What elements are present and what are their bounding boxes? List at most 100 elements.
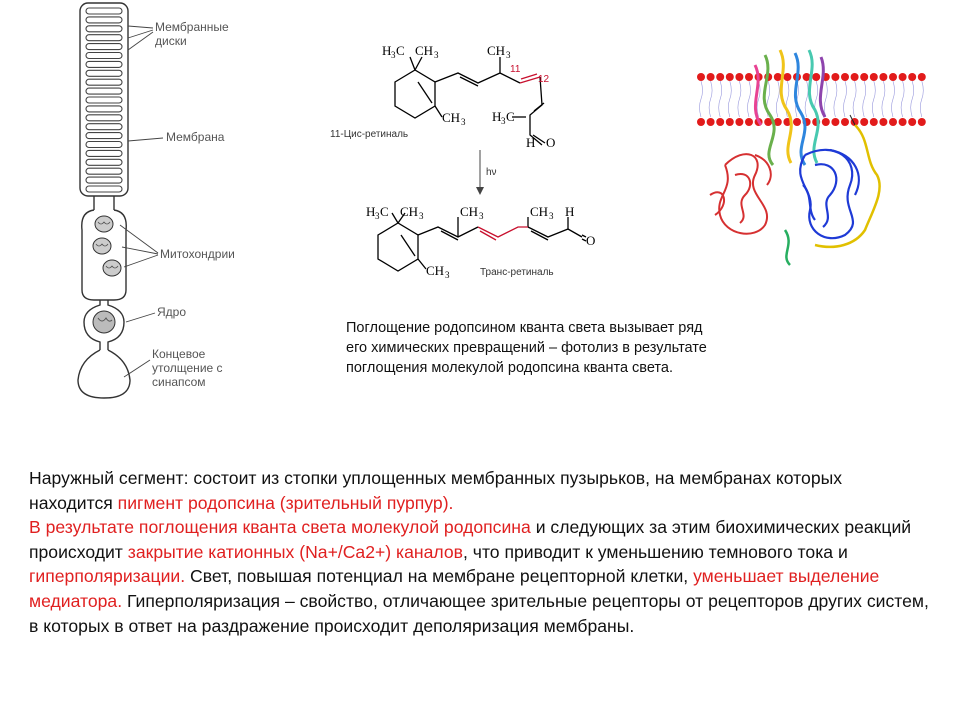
lipid-head <box>860 73 869 81</box>
lipid-head <box>821 118 830 126</box>
membrane-label: Мембрана <box>166 130 225 144</box>
lipid-tail <box>891 80 895 118</box>
membrane-disc <box>85 123 123 131</box>
photolysis-caption: Поглощение родопсином кванта света вызыв… <box>346 320 707 376</box>
svg-text:3: 3 <box>461 117 466 127</box>
membrane-disc <box>85 176 123 184</box>
lipid-head <box>898 73 907 81</box>
lipid-head <box>716 118 725 126</box>
hyperpolarization-highlight: гиперполяризации. <box>29 566 186 587</box>
cis-h3c-text: H <box>382 43 391 58</box>
lipid-tail <box>718 80 722 118</box>
svg-text:3: 3 <box>391 50 396 60</box>
lipid-head <box>869 73 878 81</box>
membrane-disc <box>85 114 123 122</box>
terminal-label: Концевое утолщение с синапсом <box>152 347 223 389</box>
trans-o-text: O <box>586 233 595 248</box>
cis-ch3-text-3: CH <box>442 110 460 125</box>
label-lines <box>119 25 164 378</box>
lipid-tail <box>872 80 876 118</box>
membrane-disc <box>85 43 123 51</box>
lipid-head <box>831 73 840 81</box>
svg-text:3: 3 <box>375 211 380 221</box>
cis-ch3-text-1: CH <box>415 43 433 58</box>
paragraph-text-5: Гиперполяризация – свойство, отличающее … <box>29 590 929 636</box>
svg-text:3: 3 <box>434 50 439 60</box>
svg-text:3: 3 <box>549 211 554 221</box>
membrane-disc <box>85 140 123 149</box>
lipid-head <box>706 73 715 81</box>
lipid-head <box>773 118 782 126</box>
lipid-head <box>889 118 897 126</box>
cis-o-text: O <box>546 135 555 150</box>
lipid-tail <box>728 80 732 118</box>
lipid-head <box>793 118 801 126</box>
nucleus-label: Ядро <box>157 305 187 319</box>
membrane-disc <box>85 132 123 140</box>
lipid-tail <box>737 80 742 118</box>
paragraph-text-1: Наружный сегмент: состоит из стопки упло… <box>29 468 843 513</box>
channel-closure-highlight: закрытие катионных (Na+/Ca2+) каналов <box>127 541 463 562</box>
lipid-head <box>850 73 859 81</box>
lipid-head <box>879 118 888 126</box>
lipid-head <box>725 118 734 126</box>
lipid-head <box>735 118 744 126</box>
lipid-head <box>802 73 811 81</box>
mediator-release-highlight: уменьшает выделение медиатора. <box>29 566 880 611</box>
lipid-head <box>841 118 849 126</box>
rhodopsin-pigment-highlight: пигмент родопсина (зрительный пурпур). <box>117 492 454 513</box>
num-12-label: 12 <box>538 74 550 85</box>
lipid-head <box>898 118 907 126</box>
cis-h3c-text-2: H <box>492 109 501 124</box>
membrane-disc <box>85 78 123 86</box>
lipid-head <box>697 118 705 126</box>
lipid-head <box>860 118 869 126</box>
paragraph-text-2: и следующих за этим биохимических реакци… <box>29 517 912 562</box>
lipid-head <box>889 73 897 81</box>
lipid-tail <box>776 80 780 118</box>
svg-text:C: C <box>506 109 515 124</box>
hv-label: hν <box>486 167 497 178</box>
membrane-disc <box>85 96 123 104</box>
paragraph-text-3: , что приводит к уменьшению темнового то… <box>463 541 848 562</box>
membrane-disc <box>85 25 123 33</box>
membrane-disc <box>85 51 123 60</box>
lipid-tail <box>843 80 847 118</box>
lipid-tail <box>699 80 703 118</box>
lipid-head <box>745 73 753 81</box>
membrane-disc <box>85 87 123 95</box>
lipid-head <box>841 73 849 81</box>
lipid-head <box>716 73 725 81</box>
lipid-head <box>917 73 926 81</box>
svg-text:3: 3 <box>479 211 484 221</box>
lipid-head <box>764 118 773 126</box>
trans-ch3-text-3: CH <box>530 204 548 219</box>
lipid-tail <box>862 80 866 118</box>
lipid-head <box>735 73 744 81</box>
lipid-head <box>745 118 753 126</box>
membrane-disc <box>85 16 123 24</box>
num-11-label: 11 <box>510 64 521 75</box>
lipid-head <box>917 118 926 126</box>
lipid-tail <box>852 80 857 118</box>
cis-ch3-text-2: CH <box>487 43 505 58</box>
light-absorption-highlight: В результате поглощения кванта света мол… <box>29 517 531 538</box>
lipid-tail <box>747 80 751 118</box>
lipid-head <box>783 73 792 81</box>
lipid-head <box>879 73 888 81</box>
paragraph-text-4: Свет, повышая потенциал на мембране реце… <box>185 566 694 587</box>
membrane-disc <box>85 149 123 157</box>
lipid-head <box>706 118 715 126</box>
lipid-head <box>831 118 840 126</box>
lipid-tail <box>920 80 924 118</box>
lipid-head <box>773 73 782 81</box>
trans-h3c-text: H <box>366 204 375 219</box>
membrane-disc <box>85 167 123 175</box>
svg-text:3: 3 <box>419 211 424 221</box>
lipid-head <box>869 118 878 126</box>
lipid-head <box>908 118 917 126</box>
membrane-discs-label: Мембранные диски <box>155 20 229 48</box>
membrane-disc <box>85 7 123 15</box>
membrane-disc <box>85 69 123 77</box>
